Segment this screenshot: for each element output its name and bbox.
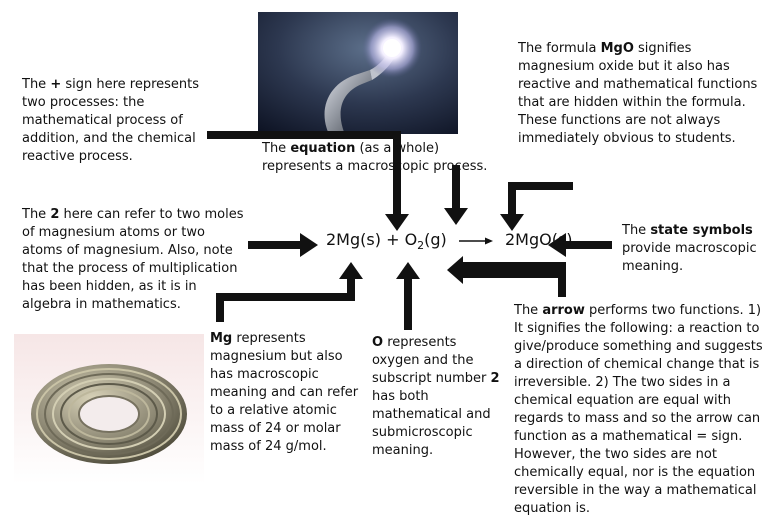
- arrow-to-equation: [444, 165, 468, 225]
- arrow-to-state-symbols: [548, 233, 612, 257]
- arrow-to-reaction-arrow: [447, 256, 566, 297]
- arrow-to-oxygen: [396, 262, 420, 330]
- burning-magnesium-illustration: [258, 12, 458, 134]
- reactant-oxygen: O2(g): [404, 230, 447, 253]
- oxygen-symbol: O: [404, 230, 418, 249]
- chemical-equation: 2Mg(s) + O2(g) 2MgO(s): [326, 230, 573, 256]
- note-state-symbols: The state symbols provide macroscopic me…: [622, 223, 757, 274]
- arrow-to-mg: [216, 262, 363, 322]
- magnesium-coil-illustration: [14, 334, 204, 484]
- arrow-to-mgo: [500, 182, 573, 231]
- arrow-group: [207, 131, 612, 330]
- note-arrow: The arrow performs two functions. 1) It …: [514, 303, 763, 516]
- reactant-magnesium: 2Mg(s): [326, 230, 381, 249]
- note-oxygen-symbol: O represents oxygen and the subscript nu…: [372, 335, 500, 458]
- note-equation-whole: The equation (as a whole) represents a m…: [262, 141, 488, 174]
- oxygen-subscript: 2: [417, 239, 425, 253]
- note-plus-sign: The + sign here represents two processes…: [22, 77, 200, 164]
- reaction-arrow-icon: [458, 237, 493, 244]
- burning-magnesium-photo: [258, 12, 458, 134]
- note-coefficient-two: The 2 here can refer to two moles of mag…: [22, 207, 244, 312]
- plus-sign: +: [386, 230, 400, 249]
- oxygen-state: (g): [424, 230, 447, 249]
- note-mg-symbol: Mg represents magnesium but also has mac…: [210, 331, 359, 454]
- magnesium-coil-photo: [14, 334, 204, 484]
- product-magnesium-oxide: 2MgO(s): [504, 230, 573, 249]
- arrow-to-coefficient: [248, 233, 318, 257]
- note-mgo-formula: The formula MgO signifies magnesium oxid…: [518, 41, 758, 146]
